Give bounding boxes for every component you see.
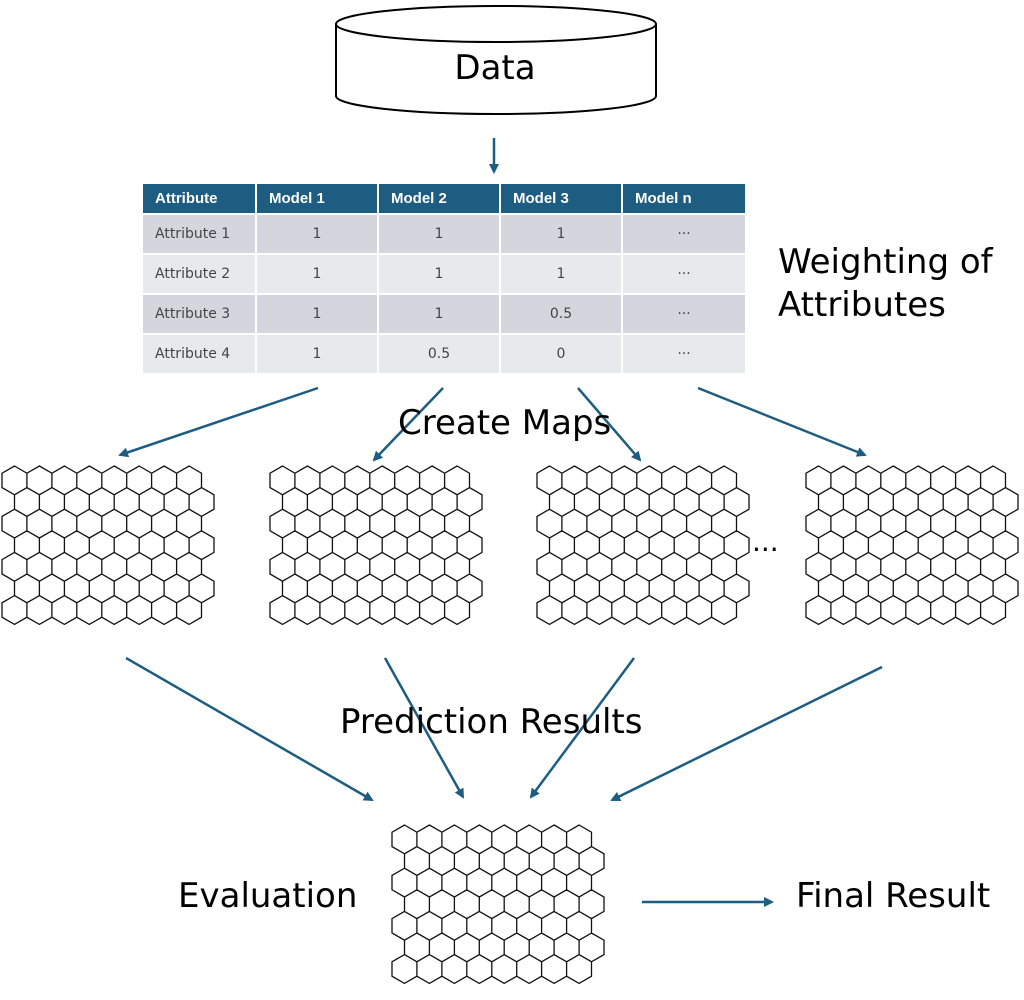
table-cell: 1 (501, 213, 623, 253)
hex-map-model-2 (269, 465, 483, 626)
table-cell: 1 (257, 293, 379, 333)
arrow-map-n-to-eval (610, 665, 883, 802)
weighting-label-line2: Attributes (778, 285, 946, 325)
table-cell: Attribute 3 (143, 293, 257, 333)
weights-table: Attribute Model 1 Model 2 Model 3 Model … (143, 184, 745, 373)
database-label: Data (454, 48, 536, 88)
table-row: Attribute 1 1 1 1 ··· (143, 213, 745, 253)
hex-map-model-3 (536, 465, 750, 626)
header-cell-model-2: Model 2 (379, 184, 501, 213)
header-cell-model-3: Model 3 (501, 184, 623, 213)
table-cell: ··· (623, 333, 745, 373)
final-result-label: Final Result (796, 876, 991, 916)
table-row: Attribute 2 1 1 1 ··· (143, 253, 745, 293)
arrow-to-map-2 (372, 387, 444, 462)
table-cell: ··· (623, 253, 745, 293)
arrow-map-3-to-eval (529, 657, 636, 799)
table-cell: ··· (623, 293, 745, 333)
table-cell: 1 (379, 253, 501, 293)
table-cell: 0.5 (379, 333, 501, 373)
evaluation-label: Evaluation (178, 876, 358, 916)
arrow-to-map-1 (118, 386, 319, 458)
ellipsis-label: ··· (752, 533, 779, 566)
header-cell-attribute: Attribute (143, 184, 257, 213)
table-cell: 1 (379, 293, 501, 333)
hex-map-model-n (805, 465, 1019, 626)
table-cell: Attribute 1 (143, 213, 257, 253)
hex-map-final (391, 824, 605, 985)
create-maps-label: Create Maps (398, 403, 612, 443)
hex-map-model-1 (1, 465, 215, 626)
arrow-map-1-to-eval (125, 656, 374, 802)
header-cell-model-n: Model n (623, 184, 745, 213)
database-cylinder (335, 5, 657, 115)
table-cell: 1 (501, 253, 623, 293)
table-cell: Attribute 2 (143, 253, 257, 293)
table-cell: 1 (257, 213, 379, 253)
table-row: Attribute 3 1 1 0.5 ··· (143, 293, 745, 333)
table-cell: 0.5 (501, 293, 623, 333)
table-cell: ··· (623, 213, 745, 253)
weighting-label-line1: Weighting of (778, 242, 993, 282)
arrow-to-map-3 (577, 387, 642, 462)
table-cell: Attribute 4 (143, 333, 257, 373)
table-cell: 1 (257, 333, 379, 373)
table-cell: 1 (379, 213, 501, 253)
table-cell: 0 (501, 333, 623, 373)
prediction-results-label: Prediction Results (340, 702, 643, 742)
table-header-row: Attribute Model 1 Model 2 Model 3 Model … (143, 184, 745, 213)
table-cell: 1 (257, 253, 379, 293)
arrow-to-map-n (697, 386, 867, 457)
header-cell-model-1: Model 1 (257, 184, 379, 213)
table-row: Attribute 4 1 0.5 0 ··· (143, 333, 745, 373)
arrow-map-2-to-eval (383, 657, 465, 799)
